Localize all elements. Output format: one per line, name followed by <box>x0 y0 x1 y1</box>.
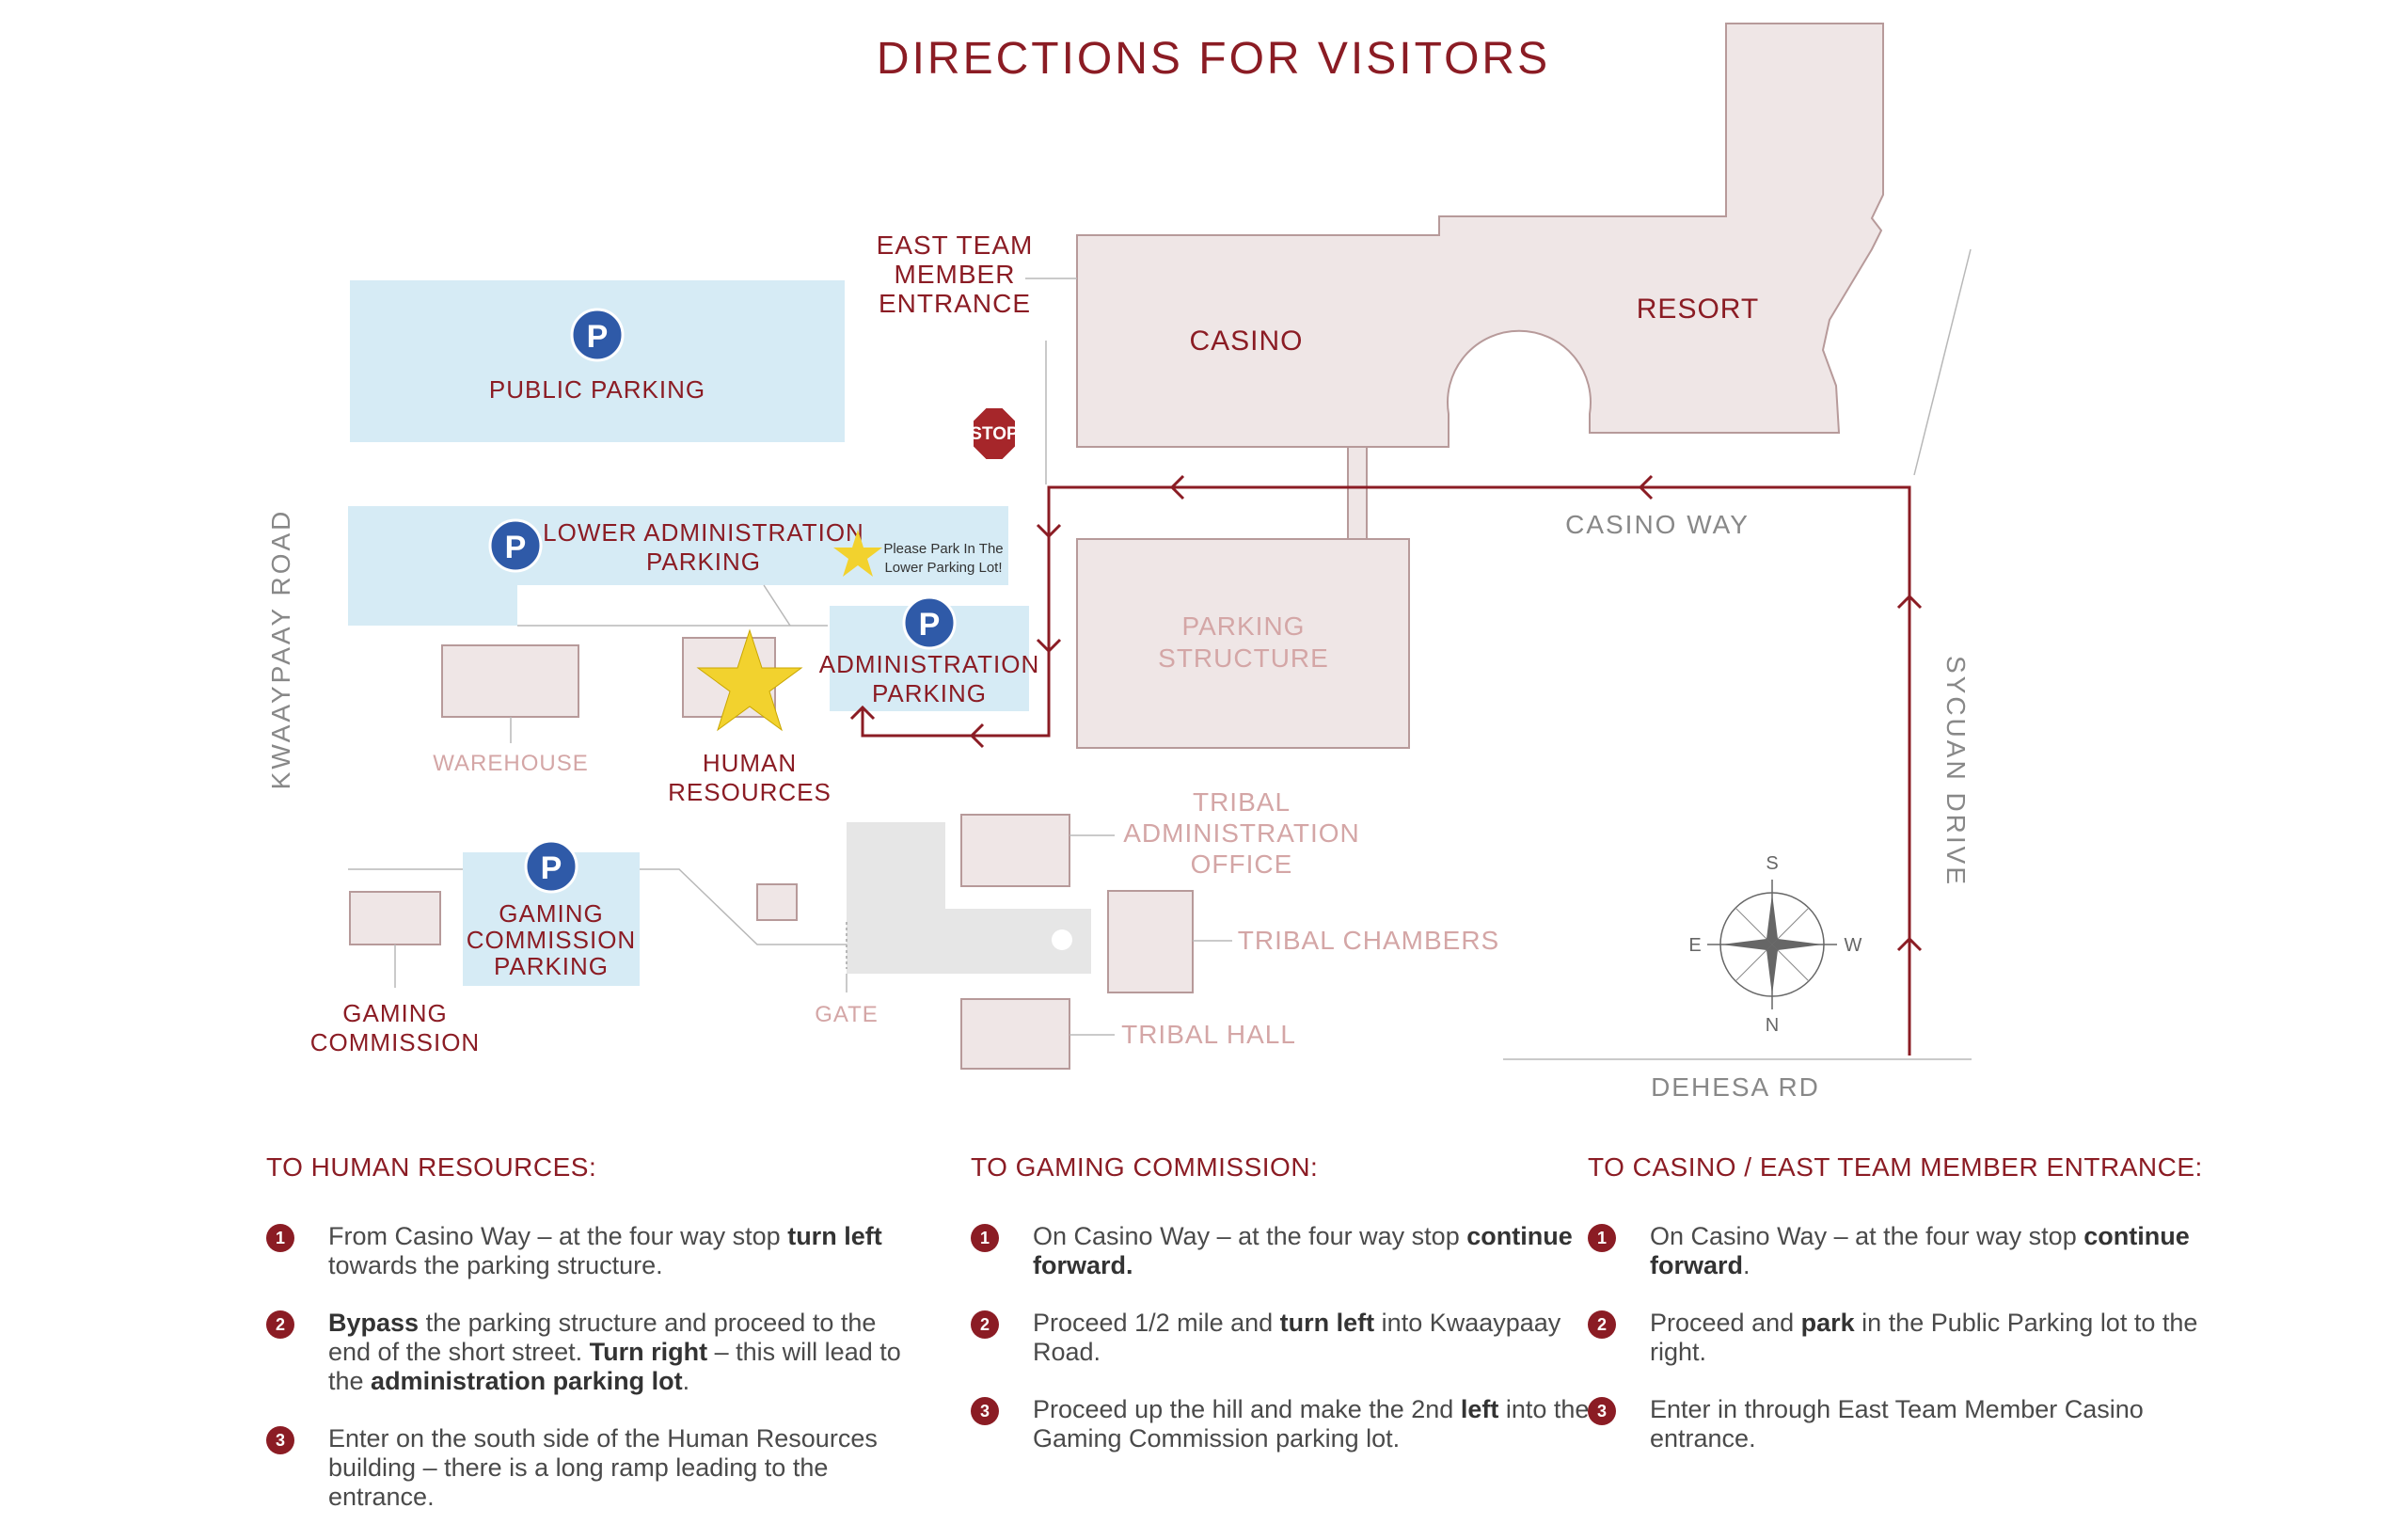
directions-human-resources: TO HUMAN RESOURCES: 1 From Casino Way – a… <box>266 1152 943 1540</box>
tribal-admin-label-1: TRIBAL <box>1193 787 1291 817</box>
warehouse-label: WAREHOUSE <box>433 751 588 776</box>
lower-admin-parking-symbol: P <box>505 530 527 565</box>
warehouse-building <box>441 644 579 718</box>
admin-parking-label-1: ADMINISTRATION <box>819 650 1040 678</box>
gaming-parking-label-2: COMMISSION <box>467 926 636 954</box>
direction-step: 1 On Casino Way – at the four way stop co… <box>971 1222 1648 1280</box>
human-resources-label-2: RESOURCES <box>668 778 832 806</box>
step-number-badge: 1 <box>971 1224 999 1252</box>
east-entrance-label-2: MEMBER <box>895 260 1016 289</box>
page-title: DIRECTIONS FOR VISITORS <box>877 34 1550 84</box>
resort-label: RESORT <box>1637 294 1759 325</box>
kwaaypaay-road-label: KWAAYPAAY ROAD <box>266 509 295 790</box>
direction-step: 1 On Casino Way – at the four way stop co… <box>1588 1222 2265 1280</box>
tribal-hall-label: TRIBAL HALL <box>1121 1020 1296 1049</box>
step-text: Proceed 1/2 mile and turn left into Kwaa… <box>1033 1309 1561 1366</box>
site-map: DIRECTIONS FOR VISITORS CASINO RESORT PA… <box>266 23 1972 1102</box>
tribal-admin-label-2: ADMINISTRATION <box>1123 818 1359 848</box>
step-text: Proceed up the hill and make the 2nd lef… <box>1033 1395 1590 1453</box>
compass-e: E <box>1688 935 1701 956</box>
destination-star-icon <box>696 628 803 732</box>
step-text: On Casino Way – at the four way stop con… <box>1033 1222 1573 1279</box>
parking-structure-label-2: STRUCTURE <box>1158 643 1329 673</box>
step-number-badge: 2 <box>266 1310 294 1339</box>
casino-way-label: CASINO WAY <box>1565 510 1750 539</box>
access-road-branch <box>763 584 791 627</box>
gaming-parking-icon: P <box>524 839 578 894</box>
compass-rose-icon <box>1707 880 1837 1009</box>
compass-w: W <box>1845 935 1862 956</box>
route-path <box>849 474 1923 1056</box>
step-text: From Casino Way – at the four way stop t… <box>328 1222 882 1279</box>
step-number-badge: 3 <box>266 1426 294 1454</box>
step-text: On Casino Way – at the four way stop con… <box>1650 1222 2190 1279</box>
small-building <box>756 883 798 921</box>
public-parking-label: PUBLIC PARKING <box>489 375 705 404</box>
casino-label: CASINO <box>1189 325 1303 357</box>
direction-step: 2 Proceed 1/2 mile and turn left into Kwa… <box>971 1309 1648 1367</box>
admin-parking-icon: P <box>902 595 957 650</box>
tribal-admin-label-3: OFFICE <box>1191 849 1293 879</box>
park-here-star-icon <box>833 530 882 577</box>
step-text: Enter in through East Team Member Casino… <box>1650 1395 2144 1453</box>
park-note-1: Please Park In The <box>883 541 1003 557</box>
dehesa-rd-label: DEHESA RD <box>1651 1072 1820 1102</box>
admin-parking-symbol: P <box>919 607 941 643</box>
park-note-2: Lower Parking Lot! <box>884 560 1002 576</box>
gaming-parking-label-3: PARKING <box>494 952 609 980</box>
gaming-commission-label-1: GAMING <box>342 999 447 1027</box>
sycuan-drive-label: SYCUAN DRIVE <box>1941 656 1971 887</box>
gaming-to-gate-road <box>640 868 847 945</box>
sycuan-drive-line <box>1913 248 1972 476</box>
tribal-chambers-label: TRIBAL CHAMBERS <box>1238 926 1499 955</box>
east-entrance-label-1: EAST TEAM <box>877 230 1034 260</box>
step-number-badge: 2 <box>971 1310 999 1339</box>
directions-title: TO HUMAN RESOURCES: <box>266 1152 597 1182</box>
parking-structure <box>1076 538 1410 749</box>
direction-step: 3 Enter on the south side of the Human Re… <box>266 1424 943 1512</box>
skybridge <box>1347 446 1368 540</box>
direction-step: 2 Bypass the parking structure and procee… <box>266 1309 943 1396</box>
directions-casino-entrance: TO CASINO / EAST TEAM MEMBER ENTRANCE: 1… <box>1588 1152 2265 1482</box>
compass-s: S <box>1766 853 1778 874</box>
step-text: Bypass the parking structure and proceed… <box>328 1309 901 1395</box>
tribal-admin-office-building <box>960 814 1070 887</box>
tribal-hall-building <box>960 998 1070 1070</box>
gated-lot <box>847 822 1091 974</box>
lower-admin-parking-label-2: PARKING <box>646 548 761 576</box>
directions-title: TO CASINO / EAST TEAM MEMBER ENTRANCE: <box>1588 1152 2203 1182</box>
gaming-commission-label-2: COMMISSION <box>310 1028 480 1056</box>
human-resources-label-1: HUMAN <box>703 749 797 777</box>
lower-admin-parking-icon: P <box>488 518 543 573</box>
east-entrance-label-3: ENTRANCE <box>879 289 1031 318</box>
parking-structure-label-1: PARKING <box>1182 611 1306 641</box>
gaming-commission-building <box>349 891 441 945</box>
gaming-parking-symbol: P <box>541 850 562 886</box>
stop-sign-icon: STOP <box>970 406 1019 461</box>
direction-step: 1 From Casino Way – at the four way stop … <box>266 1222 943 1280</box>
gate-label: GATE <box>815 1002 879 1027</box>
compass-n: N <box>1766 1015 1779 1036</box>
directions-gaming-commission: TO GAMING COMMISSION: 1 On Casino Way – a… <box>971 1152 1648 1482</box>
stop-sign-label: STOP <box>970 424 1019 444</box>
step-text: Enter on the south side of the Human Res… <box>328 1424 878 1511</box>
direction-step: 3 Enter in through East Team Member Casin… <box>1588 1395 2265 1453</box>
lower-admin-parking-label-1: LOWER ADMINISTRATION <box>543 518 864 547</box>
step-text: Proceed and park in the Public Parking l… <box>1650 1309 2198 1366</box>
direction-step: 2 Proceed and park in the Public Parking … <box>1588 1309 2265 1367</box>
casino-resort-building <box>1076 23 1884 448</box>
step-number-badge: 1 <box>266 1224 294 1252</box>
step-number-badge: 3 <box>1588 1397 1616 1425</box>
tribal-chambers-building <box>1107 890 1194 993</box>
step-number-badge: 1 <box>1588 1224 1616 1252</box>
gated-lot-marker <box>1052 929 1072 950</box>
step-number-badge: 3 <box>971 1397 999 1425</box>
admin-parking-label-2: PARKING <box>872 679 987 707</box>
public-parking-symbol: P <box>587 319 609 355</box>
gaming-parking-label-1: GAMING <box>499 899 603 928</box>
step-number-badge: 2 <box>1588 1310 1616 1339</box>
public-parking-icon: P <box>570 308 625 362</box>
directions-title: TO GAMING COMMISSION: <box>971 1152 1319 1182</box>
